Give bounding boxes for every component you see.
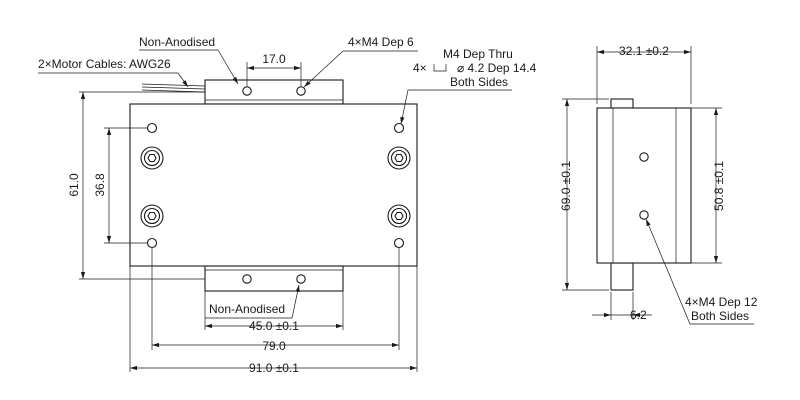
dim-inner-height: 50.8 ±0.1: [691, 107, 726, 264]
thru-hole: [146, 237, 158, 249]
dim-flange-label: 6.2: [630, 308, 647, 322]
leader-m4-dep6: 4×M4 Dep 6: [303, 35, 418, 88]
bottom-tab: [204, 265, 344, 292]
main-body: [129, 103, 418, 267]
tab-hole: [296, 274, 306, 284]
dim-hole-pitch: 79.0: [151, 248, 400, 353]
callout-thru-hole: M4 Dep Thru 4× ⌀ 4.2 Dep 14.4 Both Sides: [400, 47, 537, 125]
leader-non-anodised-top: Non-Anodised: [139, 35, 239, 85]
leader-non-anodised-bottom: Non-Anodised: [205, 284, 300, 319]
side-hole: [639, 210, 649, 220]
counterbore-icon: [433, 64, 447, 72]
dim-tab-width: 45.0 ±0.1: [204, 291, 344, 333]
thru-hole: [146, 122, 158, 134]
side-hole: [639, 152, 649, 162]
dim-inner-height-label: 50.8 ±0.1: [712, 161, 726, 211]
top-tab: [204, 79, 344, 105]
dim-hole-pitch-label: 79.0: [262, 339, 286, 353]
side-view: 32.1 ±0.2 69.0 ±0.1 50.8 ±0.1 6.2 4: [559, 44, 758, 325]
motor-cables: [141, 83, 206, 93]
tab-hole: [296, 86, 306, 96]
dim-overall-height-label: 69.0 ±0.1: [559, 161, 573, 211]
callout-4x-label: 4×: [413, 61, 427, 75]
leader-m4-dep12: 4×M4 Dep 12 Both Sides: [645, 218, 758, 325]
screw-icon: [387, 146, 411, 170]
motor-cables-label: 2×Motor Cables: AWG26: [38, 57, 171, 71]
tab-hole: [242, 86, 252, 96]
m4-dep12-label: 4×M4 Dep 12: [685, 295, 758, 309]
both-sides-label-front: Both Sides: [450, 75, 508, 89]
dim-flange: 6.2: [592, 292, 652, 322]
dim-hole-spacing: 36.8: [93, 127, 148, 244]
non-anodised-top-label: Non-Anodised: [139, 35, 215, 49]
thru-holes: [146, 122, 405, 249]
dim-height: 61.0: [67, 91, 205, 280]
thru-hole: [393, 237, 405, 249]
leader-motor-cables: 2×Motor Cables: AWG26: [38, 57, 189, 88]
both-sides-label-side: Both Sides: [691, 309, 749, 323]
screw-icon: [140, 146, 164, 170]
socket-screws: [140, 146, 411, 228]
bottom-flange: [610, 262, 634, 291]
dim-top-spacing-label: 17.0: [262, 52, 286, 66]
dim-overall-width: 91.0 ±0.1: [129, 266, 418, 375]
screw-icon: [140, 204, 164, 228]
dim-overall-width-label: 91.0 ±0.1: [249, 361, 299, 375]
dim-top-spacing: 17.0: [246, 52, 302, 86]
dim-hole-spacing-label: 36.8: [93, 173, 107, 197]
top-flange: [610, 98, 634, 109]
screw-icon: [387, 204, 411, 228]
front-view: 17.0 Non-Anodised 2×Motor Cables: AWG26 …: [38, 35, 537, 375]
dim-tab-width-label: 45.0 ±0.1: [249, 319, 299, 333]
tab-hole: [242, 274, 252, 284]
thru-hole: [393, 122, 405, 134]
dim-overall-height: 69.0 ±0.1: [559, 98, 609, 291]
dim-height-label: 61.0: [67, 173, 81, 197]
dim-depth-label: 32.1 ±0.2: [619, 44, 669, 58]
counterbore-label: ⌀ 4.2 Dep 14.4: [457, 61, 537, 75]
non-anodised-bottom-label: Non-Anodised: [209, 302, 285, 316]
m4-dep6-label: 4×M4 Dep 6: [348, 35, 414, 49]
dim-depth: 32.1 ±0.2: [596, 44, 692, 104]
m4-dep-thru-label: M4 Dep Thru: [443, 47, 513, 61]
side-body: [596, 107, 692, 264]
